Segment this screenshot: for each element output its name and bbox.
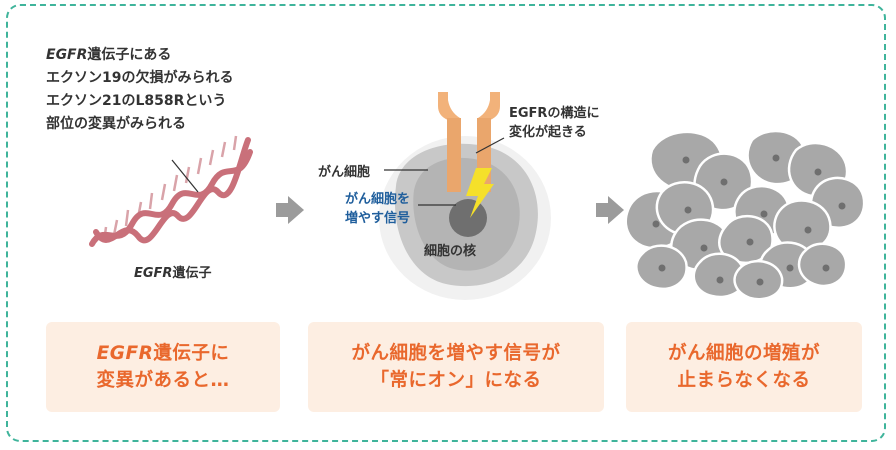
structure-change-label: EGFRの構造に 変化が起きる bbox=[509, 106, 600, 140]
dna-label: EGFR遺伝子 bbox=[134, 266, 212, 281]
mutation-note-line2: エクソン19の欠損がみられる bbox=[46, 70, 234, 86]
nucleus-label: 細胞の核 bbox=[424, 244, 477, 259]
step3-line1: がん細胞の増殖が bbox=[667, 343, 820, 364]
arrow-right-icon bbox=[596, 196, 624, 224]
cancer-cell-icon bbox=[379, 136, 551, 300]
dna-helix-icon bbox=[89, 135, 253, 247]
mutation-note-line4: 部位の変異がみられる bbox=[46, 116, 186, 132]
mutation-note: EGFR遺伝子にある エクソン19の欠損がみられる エクソン21のL858Rとい… bbox=[46, 44, 233, 136]
mutation-note-line1: EGFR遺伝子にある bbox=[46, 47, 172, 63]
step2-line1: がん細胞を増やす信号が bbox=[351, 343, 561, 364]
cancer-cell-label: がん細胞 bbox=[318, 165, 371, 180]
step1-box: EGFR遺伝子に 変異があると… bbox=[46, 322, 280, 412]
nucleus-icon bbox=[449, 199, 487, 237]
step2-line2: 「常にオン」になる bbox=[370, 370, 542, 391]
mutation-note-line3: エクソン21のL858Rという bbox=[46, 93, 227, 109]
step1-line2: 変異があると… bbox=[96, 370, 230, 391]
step3-box: がん細胞の増殖が 止まらなくなる bbox=[626, 322, 862, 412]
growth-signal-label: がん細胞を 増やす信号 bbox=[345, 192, 411, 226]
arrow-right-icon bbox=[276, 196, 304, 224]
step3-line2: 止まらなくなる bbox=[677, 370, 811, 391]
cell-cluster-icon bbox=[624, 129, 866, 301]
lightning-icon bbox=[466, 168, 494, 218]
step2-box: がん細胞を増やす信号が 「常にオン」になる bbox=[308, 322, 604, 412]
step1-line1: EGFR遺伝子に bbox=[96, 343, 230, 364]
egfr-receptor-icon bbox=[438, 92, 500, 192]
